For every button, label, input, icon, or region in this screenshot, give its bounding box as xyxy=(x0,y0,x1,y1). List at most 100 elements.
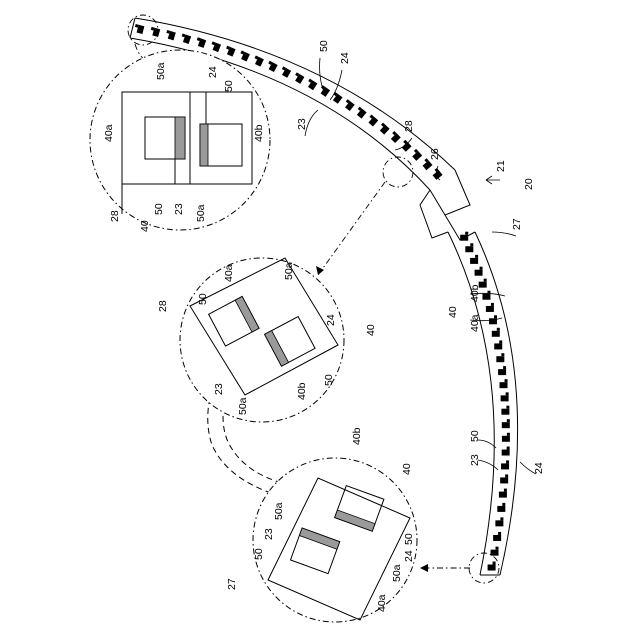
label-24-bottom: 24 xyxy=(403,550,415,562)
magnet-block xyxy=(492,331,500,337)
magnet-block-tab xyxy=(504,489,507,492)
magnet-block-tab xyxy=(494,315,497,318)
magnet-block-tab xyxy=(506,460,509,463)
leader-mid xyxy=(318,182,385,275)
label-27-bottom: 27 xyxy=(226,578,238,590)
label-26-arc: 26 xyxy=(429,148,441,160)
magnet-block xyxy=(470,258,478,264)
magnet-block xyxy=(368,116,378,126)
magnet-block xyxy=(475,270,483,276)
magnet-block xyxy=(502,422,510,428)
label-40a-top: 40a xyxy=(103,124,115,142)
magnet-block-tab xyxy=(498,532,501,535)
magnet-block xyxy=(357,109,367,119)
label-24-arc-low: 24 xyxy=(533,462,545,474)
magnet-block xyxy=(502,450,510,456)
magnet-block xyxy=(333,94,343,104)
joint-step xyxy=(445,170,475,240)
magnet-block xyxy=(493,535,501,541)
magnet-block xyxy=(345,101,355,111)
magnet-block-tab xyxy=(501,353,504,356)
label-50-top: 50 xyxy=(223,80,235,92)
magnet-block xyxy=(488,565,496,571)
enlarged-view-top xyxy=(90,50,270,230)
label-24-arc: 24 xyxy=(339,52,351,64)
magnet-block xyxy=(321,87,330,97)
magnet-block-tab xyxy=(507,419,510,422)
lower-arc-inner xyxy=(448,232,494,575)
magnet-block-tab xyxy=(475,255,478,258)
magnet-block xyxy=(433,170,443,180)
label-23-arc: 23 xyxy=(296,118,308,130)
magnet-block-tab xyxy=(506,392,509,395)
enlarged-view-bottom xyxy=(253,458,417,622)
label-40b-bottom: 40b xyxy=(351,427,363,445)
magnet-block-tab xyxy=(465,232,468,235)
magnet-block xyxy=(491,550,499,556)
magnet-block-tab xyxy=(507,433,510,436)
label-40-mid: 40 xyxy=(365,324,377,336)
magnet-block xyxy=(460,235,468,241)
label-40b-mid: 40b xyxy=(296,382,308,400)
magnet-block-tab xyxy=(500,517,503,520)
magnet-block xyxy=(499,492,507,498)
label-23-bottom: 23 xyxy=(263,528,275,540)
label-leaders xyxy=(305,58,536,474)
joint-step-inner xyxy=(420,190,448,238)
magnet-block-tab xyxy=(497,328,500,331)
magnet-block xyxy=(497,506,505,512)
label-20: 20 xyxy=(523,178,535,190)
label-40a-mid: 40a xyxy=(223,264,235,282)
label-50a-mid-b: 50a xyxy=(237,397,249,415)
magnet-block-tab xyxy=(502,503,505,506)
magnet-block-tab xyxy=(491,303,494,306)
magnet-block xyxy=(482,294,490,300)
magnet-block xyxy=(465,246,473,252)
magnet-block xyxy=(501,409,509,415)
label-28-mid: 28 xyxy=(157,300,169,312)
magnet-block-tab xyxy=(499,340,502,343)
magnet-block xyxy=(498,369,506,375)
leader-bottom-arrow xyxy=(420,564,428,572)
label-23-mid: 23 xyxy=(213,383,225,395)
label-50-arc: 50 xyxy=(318,40,330,52)
magnet-block xyxy=(486,306,494,312)
magnet-block xyxy=(412,151,422,161)
label-40-top: 40 xyxy=(139,220,151,232)
label-28-top: 28 xyxy=(109,210,121,222)
label-50a-bottom: 50a xyxy=(273,502,285,520)
magnet-block-tab xyxy=(496,547,499,550)
magnet-block-tab xyxy=(480,267,483,270)
label-50-bottom-b: 50 xyxy=(403,533,415,545)
magnet-block xyxy=(391,133,401,143)
magnet-block xyxy=(423,160,433,170)
label-40-arc: 40 xyxy=(447,306,459,318)
lower-magnet-row xyxy=(460,232,510,571)
label-50a-top: 50a xyxy=(155,62,167,80)
magnet-block-tab xyxy=(505,379,508,382)
magnet-block-tab xyxy=(493,562,496,565)
label-50-mid: 50 xyxy=(197,293,209,305)
magnet-block xyxy=(496,356,504,362)
label-40a-arc: 40a xyxy=(469,314,481,332)
label-50-bottom: 50 xyxy=(253,548,265,560)
magnet-block-tab xyxy=(470,243,473,246)
label-24-top: 24 xyxy=(207,66,219,78)
magnet-block xyxy=(500,477,508,483)
label-50a-top-b: 50a xyxy=(195,204,207,222)
label-23-top: 23 xyxy=(173,203,185,215)
label-50a-bottom-b: 50a xyxy=(391,564,403,582)
magnet-block-tab xyxy=(505,474,508,477)
magnet-block xyxy=(501,395,509,401)
label-50a-mid: 50a xyxy=(283,262,295,280)
magnet-block xyxy=(494,343,502,349)
magnet-block xyxy=(380,125,390,135)
label-50-mid-b: 50 xyxy=(323,374,335,386)
label-28-arc: 28 xyxy=(403,120,415,132)
detail-marker-mid xyxy=(383,157,413,187)
label-40-bottom: 40 xyxy=(401,463,413,475)
label-40b-top: 40b xyxy=(253,124,265,142)
label-24-mid: 24 xyxy=(325,314,337,326)
leader-mid-arrow xyxy=(316,266,324,275)
